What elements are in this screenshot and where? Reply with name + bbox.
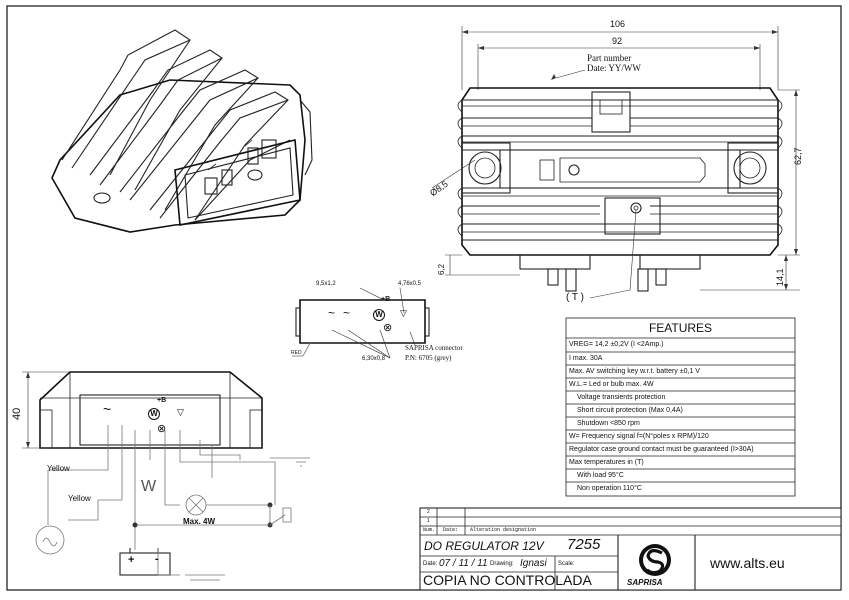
part-number-date: Date: YY/WW <box>587 63 641 73</box>
feature-row-6: Short circuit protection (Max 0,4A) <box>577 407 683 414</box>
drawing-number: 7255 <box>567 536 601 553</box>
features-table <box>565 317 796 497</box>
connector-part-number: P.N: 6705 (grey) <box>405 354 452 362</box>
part-number-note: Part number Date: YY/WW <box>587 53 641 73</box>
dim-total-width: 106 <box>610 19 626 29</box>
pin-ac-symbol-a: ~ <box>328 306 336 320</box>
scale-label: Scale: <box>558 561 575 567</box>
side-plus-b-label: +B <box>157 397 167 404</box>
top-view <box>431 26 800 299</box>
lamp-max-label: Max. 4W <box>183 517 216 526</box>
connector-detail <box>292 287 430 359</box>
connector-dim-476: 4,76x0,5 <box>398 281 422 287</box>
title-block <box>419 507 842 591</box>
website: www.alts.eu <box>710 555 785 571</box>
dim-height-141: 14,1 <box>775 268 785 286</box>
battery-minus: - <box>155 553 159 565</box>
feature-row-7: Shutdown <850 rpm <box>577 420 640 427</box>
side-w-symbol: W <box>148 408 160 420</box>
wire-yellow-1: Yellow <box>47 464 70 473</box>
feature-row-9: Regulator case ground contact must be gu… <box>569 446 754 453</box>
feature-row-5: Voltage transients protection <box>577 394 666 401</box>
connector-dim-630: 6,30x0,8 <box>362 356 386 362</box>
wire-w-label: W <box>141 478 157 495</box>
side-ground-symbol: ⊗ <box>157 423 167 435</box>
part-number-label: Part number <box>587 53 632 63</box>
pin-ac-symbol-b: ~ <box>343 306 351 320</box>
side-view <box>22 371 263 478</box>
wiring-diagram <box>35 425 310 581</box>
feature-row-10: Max temperatures in (T) <box>569 459 644 466</box>
pin-ground-symbol: ⊗ <box>383 322 393 334</box>
side-ac-symbol: ~ <box>103 401 112 417</box>
connector-red-label: RED <box>291 350 302 356</box>
dim-side-height: 40 <box>11 407 23 420</box>
feature-row-11: With load 95°C <box>577 472 624 479</box>
pin-plus-b-label: +B <box>381 296 391 303</box>
drawing-label: Drawing: <box>490 561 514 567</box>
feature-row-8: W= Frequency signal f=(N°poles x RPM)/12… <box>569 433 709 440</box>
dim-height-62: 6,2 <box>437 263 446 275</box>
side-key-symbol: ▽ <box>177 407 184 417</box>
date-header: Date: <box>443 527 459 533</box>
wire-yellow-2: Yellow <box>68 494 91 503</box>
features-title: FEATURES <box>648 321 713 335</box>
thermal-point-label: ( T ) <box>566 292 584 303</box>
dim-height-627: 62,7 <box>793 147 803 165</box>
drawer-name: Ignasi <box>520 558 547 569</box>
feature-row-2: I max. 30A <box>569 355 603 362</box>
feature-row-12: Non operation 110°C <box>577 485 642 492</box>
uncontrolled-copy-stamp: COPIA NO CONTROLADA <box>423 572 592 588</box>
num-header: Num. <box>423 527 436 533</box>
alteration-header: Alteration designation <box>470 527 537 533</box>
rev-2: 2 <box>427 509 430 515</box>
feature-row-4: W.L.= Led or bulb max. 4W <box>569 381 654 388</box>
battery-plus: + <box>128 554 135 566</box>
connector-name: SAPRISA connector <box>405 344 463 352</box>
pin-key-symbol: ▽ <box>400 308 407 318</box>
isometric-view <box>51 29 313 233</box>
company-name: SAPRISA <box>627 578 663 587</box>
dim-inner-width: 92 <box>612 36 623 46</box>
pin-w-symbol: W <box>373 309 385 321</box>
dim-hole-diameter: Ø8,5 <box>428 178 450 199</box>
date-prefix: Date: <box>423 561 438 567</box>
drawing-date: 07 / 11 / 11 <box>439 558 488 569</box>
connector-dim-95: 9,5x1,2 <box>316 281 336 287</box>
drawing-title: DO REGULATOR 12V <box>424 539 544 553</box>
rev-1: 1 <box>427 518 430 524</box>
feature-row-3: Max. AV switching key w.r.t. battery ±0,… <box>569 368 700 375</box>
feature-row-1: VREG= 14,2 ±0,2V (I <2Amp.) <box>569 341 664 348</box>
